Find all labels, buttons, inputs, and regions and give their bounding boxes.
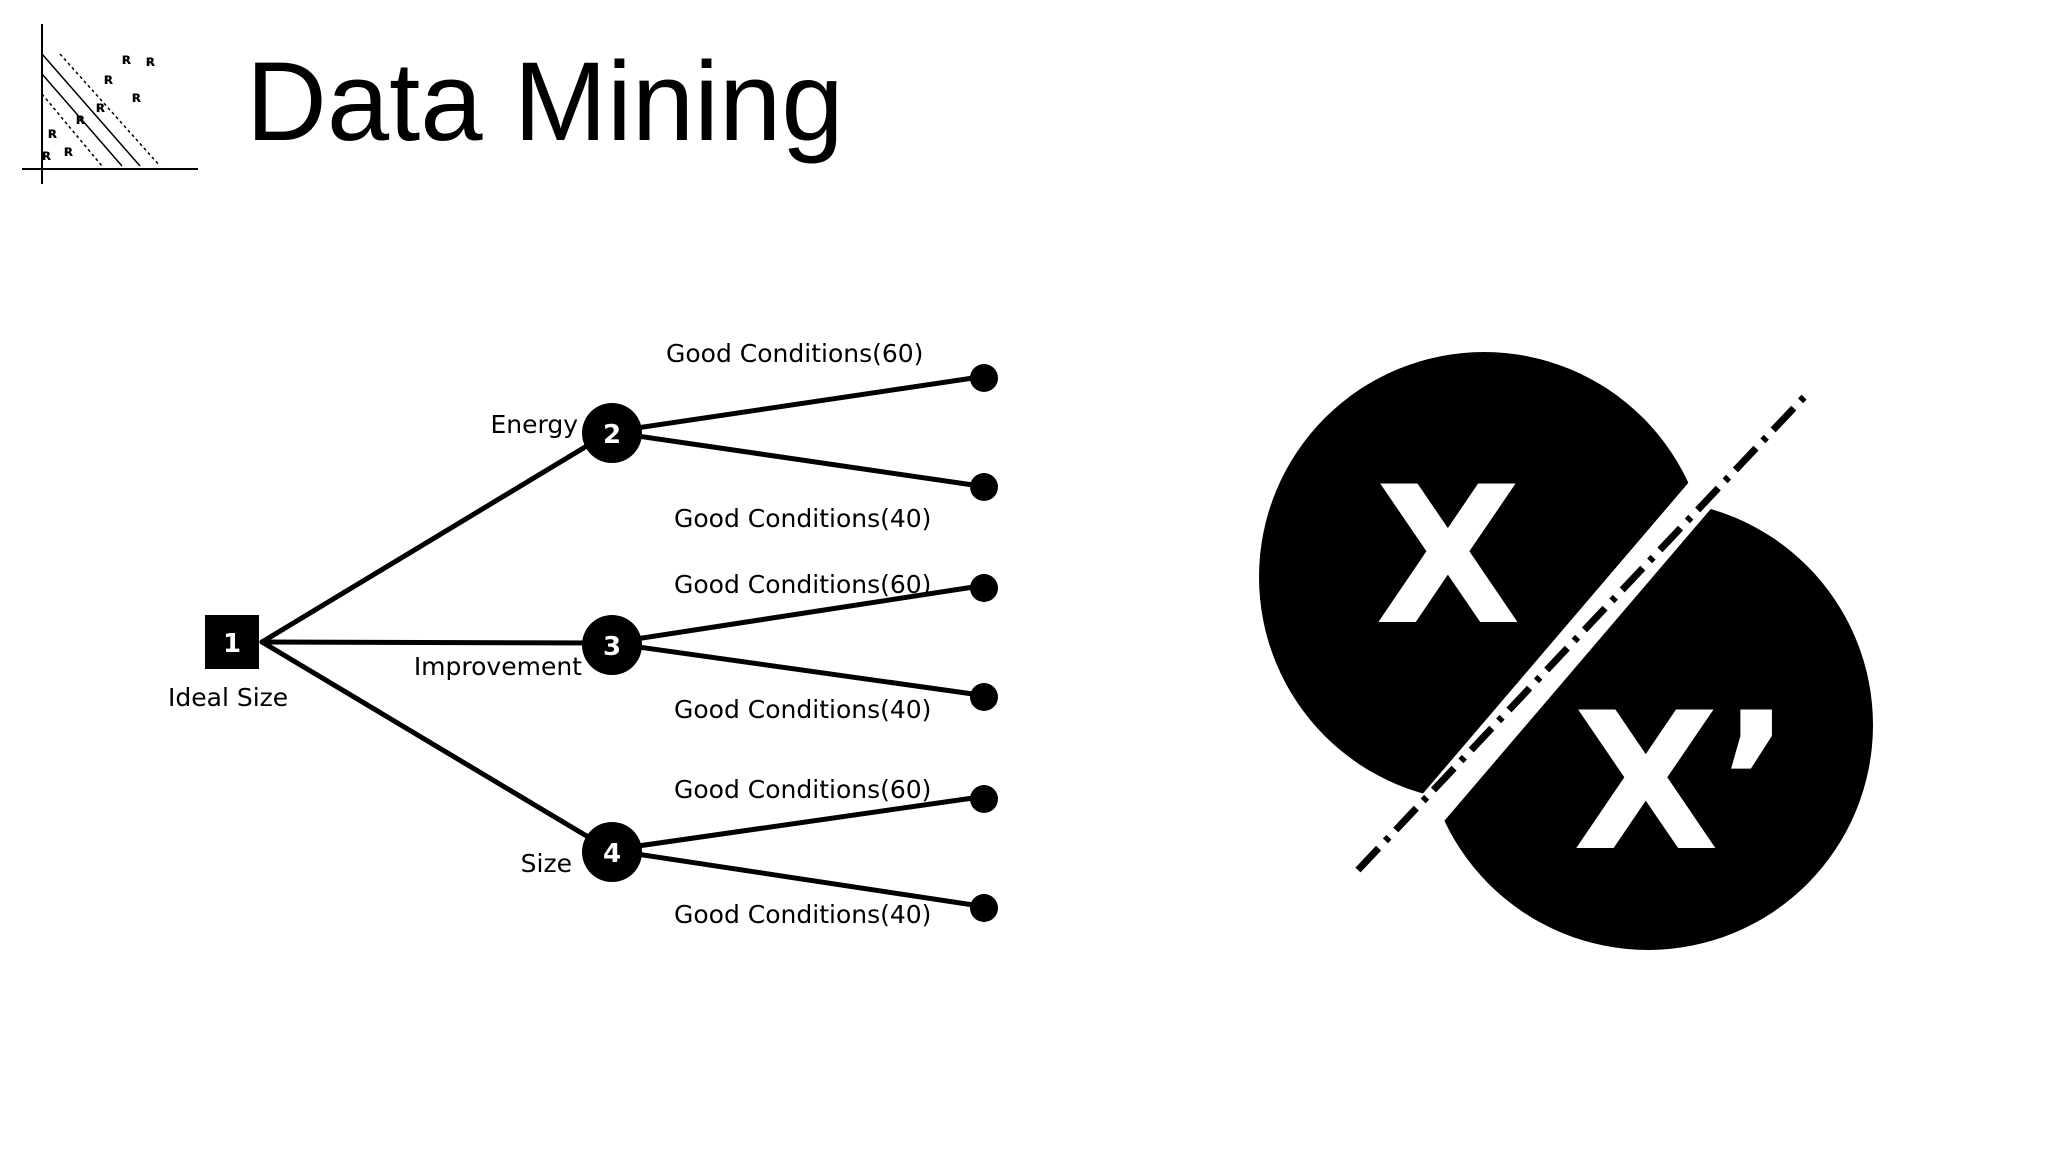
chance-node-2 <box>582 403 642 463</box>
branch-label-energy: Energy <box>490 410 578 439</box>
svg-text:ʀ: ʀ <box>146 52 156 70</box>
outcome-label: Good Conditions(60) <box>666 339 923 368</box>
edge-2-b <box>607 429 983 489</box>
svg-text:ʀ: ʀ <box>48 124 58 142</box>
edge-1-3 <box>259 639 613 646</box>
label-x-prime: X’ <box>1573 672 1792 893</box>
svg-text:ʀ: ʀ <box>132 88 142 106</box>
outcome-label: Good Conditions(40) <box>674 504 931 533</box>
edge-1-4 <box>259 639 613 853</box>
outcome-label: Good Conditions(60) <box>674 570 931 599</box>
edge-4-a <box>607 794 983 853</box>
svg-text:ʀ: ʀ <box>42 146 52 164</box>
terminal-node <box>970 683 998 711</box>
branch-label-improvement: Improvement <box>414 652 582 681</box>
terminal-node <box>970 894 998 922</box>
root-node-label: Ideal Size <box>168 683 288 712</box>
terminal-nodes <box>970 364 998 922</box>
terminal-node <box>970 473 998 501</box>
edge-3-a <box>607 583 983 646</box>
chance-node-4 <box>582 822 642 882</box>
outcome-label: Good Conditions(60) <box>674 775 931 804</box>
edge-1-2 <box>259 429 613 645</box>
chance-node-4-number: 4 <box>603 839 621 869</box>
slide-title: Data Mining <box>246 39 844 164</box>
edge-3-b <box>607 640 983 698</box>
svg-text:ʀ: ʀ <box>104 70 114 88</box>
branch-label-size: Size <box>521 849 572 878</box>
svg-text:ʀ: ʀ <box>96 98 106 116</box>
tree-edges <box>259 374 983 909</box>
circle-x-prime <box>1423 500 1873 950</box>
svg-text:ʀ: ʀ <box>76 110 86 128</box>
root-node-number: 1 <box>223 629 241 659</box>
edge-4-b <box>607 847 983 909</box>
terminal-node <box>970 785 998 813</box>
terminal-node <box>970 364 998 392</box>
chance-node-2-number: 2 <box>603 420 621 450</box>
scatter-plot-logo-icon: ʀ ʀ ʀ ʀ ʀ ʀ ʀ ʀ ʀ <box>22 24 198 184</box>
outcome-label: Good Conditions(40) <box>674 695 931 724</box>
chance-node-3-number: 3 <box>603 632 621 662</box>
edge-2-a <box>607 374 983 435</box>
chance-node-3 <box>582 615 642 675</box>
decision-node-root <box>205 615 259 669</box>
svg-text:ʀ: ʀ <box>122 50 132 68</box>
label-x: X <box>1375 446 1522 667</box>
outcome-label: Good Conditions(40) <box>674 900 931 929</box>
terminal-node <box>970 574 998 602</box>
svg-text:ʀ: ʀ <box>64 142 74 160</box>
